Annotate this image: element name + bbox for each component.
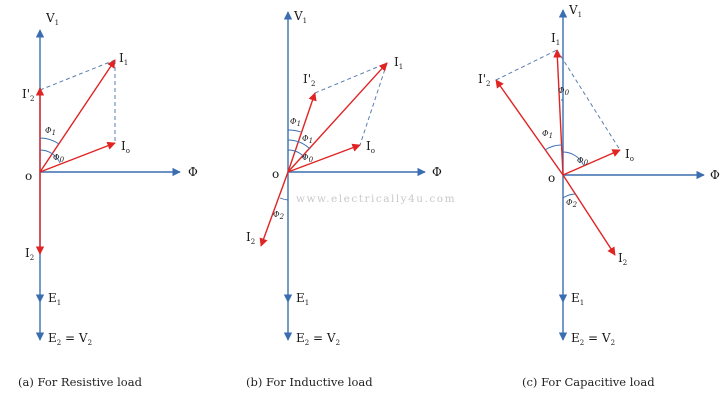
- phi1-arc: [287, 139, 311, 150]
- i2-phasor: [562, 174, 616, 256]
- v1-label: V1: [568, 3, 582, 19]
- phi2-label: Φ2: [273, 210, 285, 221]
- phi2-label: Φ2: [566, 198, 578, 209]
- origin-label: o: [25, 169, 32, 183]
- phi1-arc: [287, 129, 302, 133]
- dashed-line: [39, 59, 116, 91]
- i2-prime-phasor: [287, 92, 317, 173]
- e2-v2-label: E2 = V2: [571, 331, 615, 347]
- phi2-arc: [562, 193, 576, 199]
- phi0-arc: [287, 149, 306, 159]
- phi1-arc: [39, 137, 60, 145]
- i1-label: I1: [394, 55, 403, 71]
- phi1-label: Φ1: [45, 126, 56, 137]
- origin-label: o: [272, 167, 279, 181]
- i2-prime-label: I'2: [22, 87, 35, 103]
- i1-phasor: [39, 59, 116, 173]
- caption-capacitive: (c) For Capacitive load: [522, 375, 655, 389]
- e1-label: E1: [48, 291, 61, 307]
- dashed-line: [556, 49, 621, 151]
- i0-label: Io: [366, 139, 375, 155]
- phi1-label: Φ1: [290, 117, 301, 128]
- phi0-label: Φ0: [577, 156, 589, 167]
- flux-label: Φ: [188, 165, 198, 179]
- e1-label: E1: [296, 291, 309, 307]
- e2-v2-label: E2 = V2: [48, 331, 92, 347]
- phi0-arc: [39, 149, 61, 164]
- flux-label: Φ: [432, 165, 442, 179]
- phi0-label: Φ0: [302, 153, 314, 164]
- dashed-line: [359, 62, 388, 146]
- origin-label: o: [548, 171, 555, 185]
- phi2-arc: [279, 197, 289, 201]
- e1-label: E1: [571, 291, 584, 307]
- phi1-label: Φ1: [302, 134, 313, 145]
- e2-v2-label: E2 = V2: [296, 331, 340, 347]
- v1-label: V1: [45, 11, 59, 27]
- i0-label: Io: [121, 139, 130, 155]
- phi1-arc: [544, 144, 563, 151]
- i1-label: I1: [119, 51, 128, 67]
- i2-label: I2: [246, 230, 255, 246]
- i0-phasor: [562, 149, 621, 176]
- i1-phasor: [553, 49, 564, 176]
- watermark: www.electrically4u.com: [296, 193, 456, 205]
- diagram-capacitive: V1 I1 I'2 Φ0 Φ1 Φ0 Io o Φ Φ2 I2 E1 E2 = …: [478, 3, 720, 389]
- i1-phasor: [287, 62, 388, 173]
- i1-label: I1: [551, 31, 560, 47]
- i0-label: Io: [625, 147, 634, 163]
- i2-prime-label: I'2: [303, 72, 316, 88]
- flux-label: Φ: [710, 168, 720, 182]
- i2-prime-phasor: [495, 79, 564, 176]
- i2-phasor: [259, 171, 289, 247]
- i2-label: I2: [618, 251, 627, 267]
- phi0-label: Φ0: [53, 153, 65, 164]
- phi0-arc: [562, 151, 585, 167]
- dashed-line: [314, 62, 388, 94]
- caption-inductive: (b) For Inductive load: [246, 375, 373, 389]
- phi0-label: Φ0: [558, 86, 570, 97]
- v1-label: V1: [293, 9, 307, 25]
- caption-resistive: (a) For Resistive load: [18, 375, 143, 389]
- i2-prime-label: I'2: [478, 72, 491, 88]
- i2-label: I2: [25, 246, 34, 262]
- dashed-line: [495, 49, 558, 81]
- phi1-label: Φ1: [542, 129, 553, 140]
- i0-phasor: [39, 141, 116, 173]
- diagram-resistive: V1 I1 I'2 Io o Φ Φ1 Φ0 I2 E1 E2 = V2 (a)…: [18, 11, 198, 389]
- diagram-inductive: V1 I1 I'2 Io o Φ Φ1 Φ1 Φ0 Φ2 I2 E1 E2 = …: [246, 9, 442, 389]
- i0-phasor: [287, 143, 361, 173]
